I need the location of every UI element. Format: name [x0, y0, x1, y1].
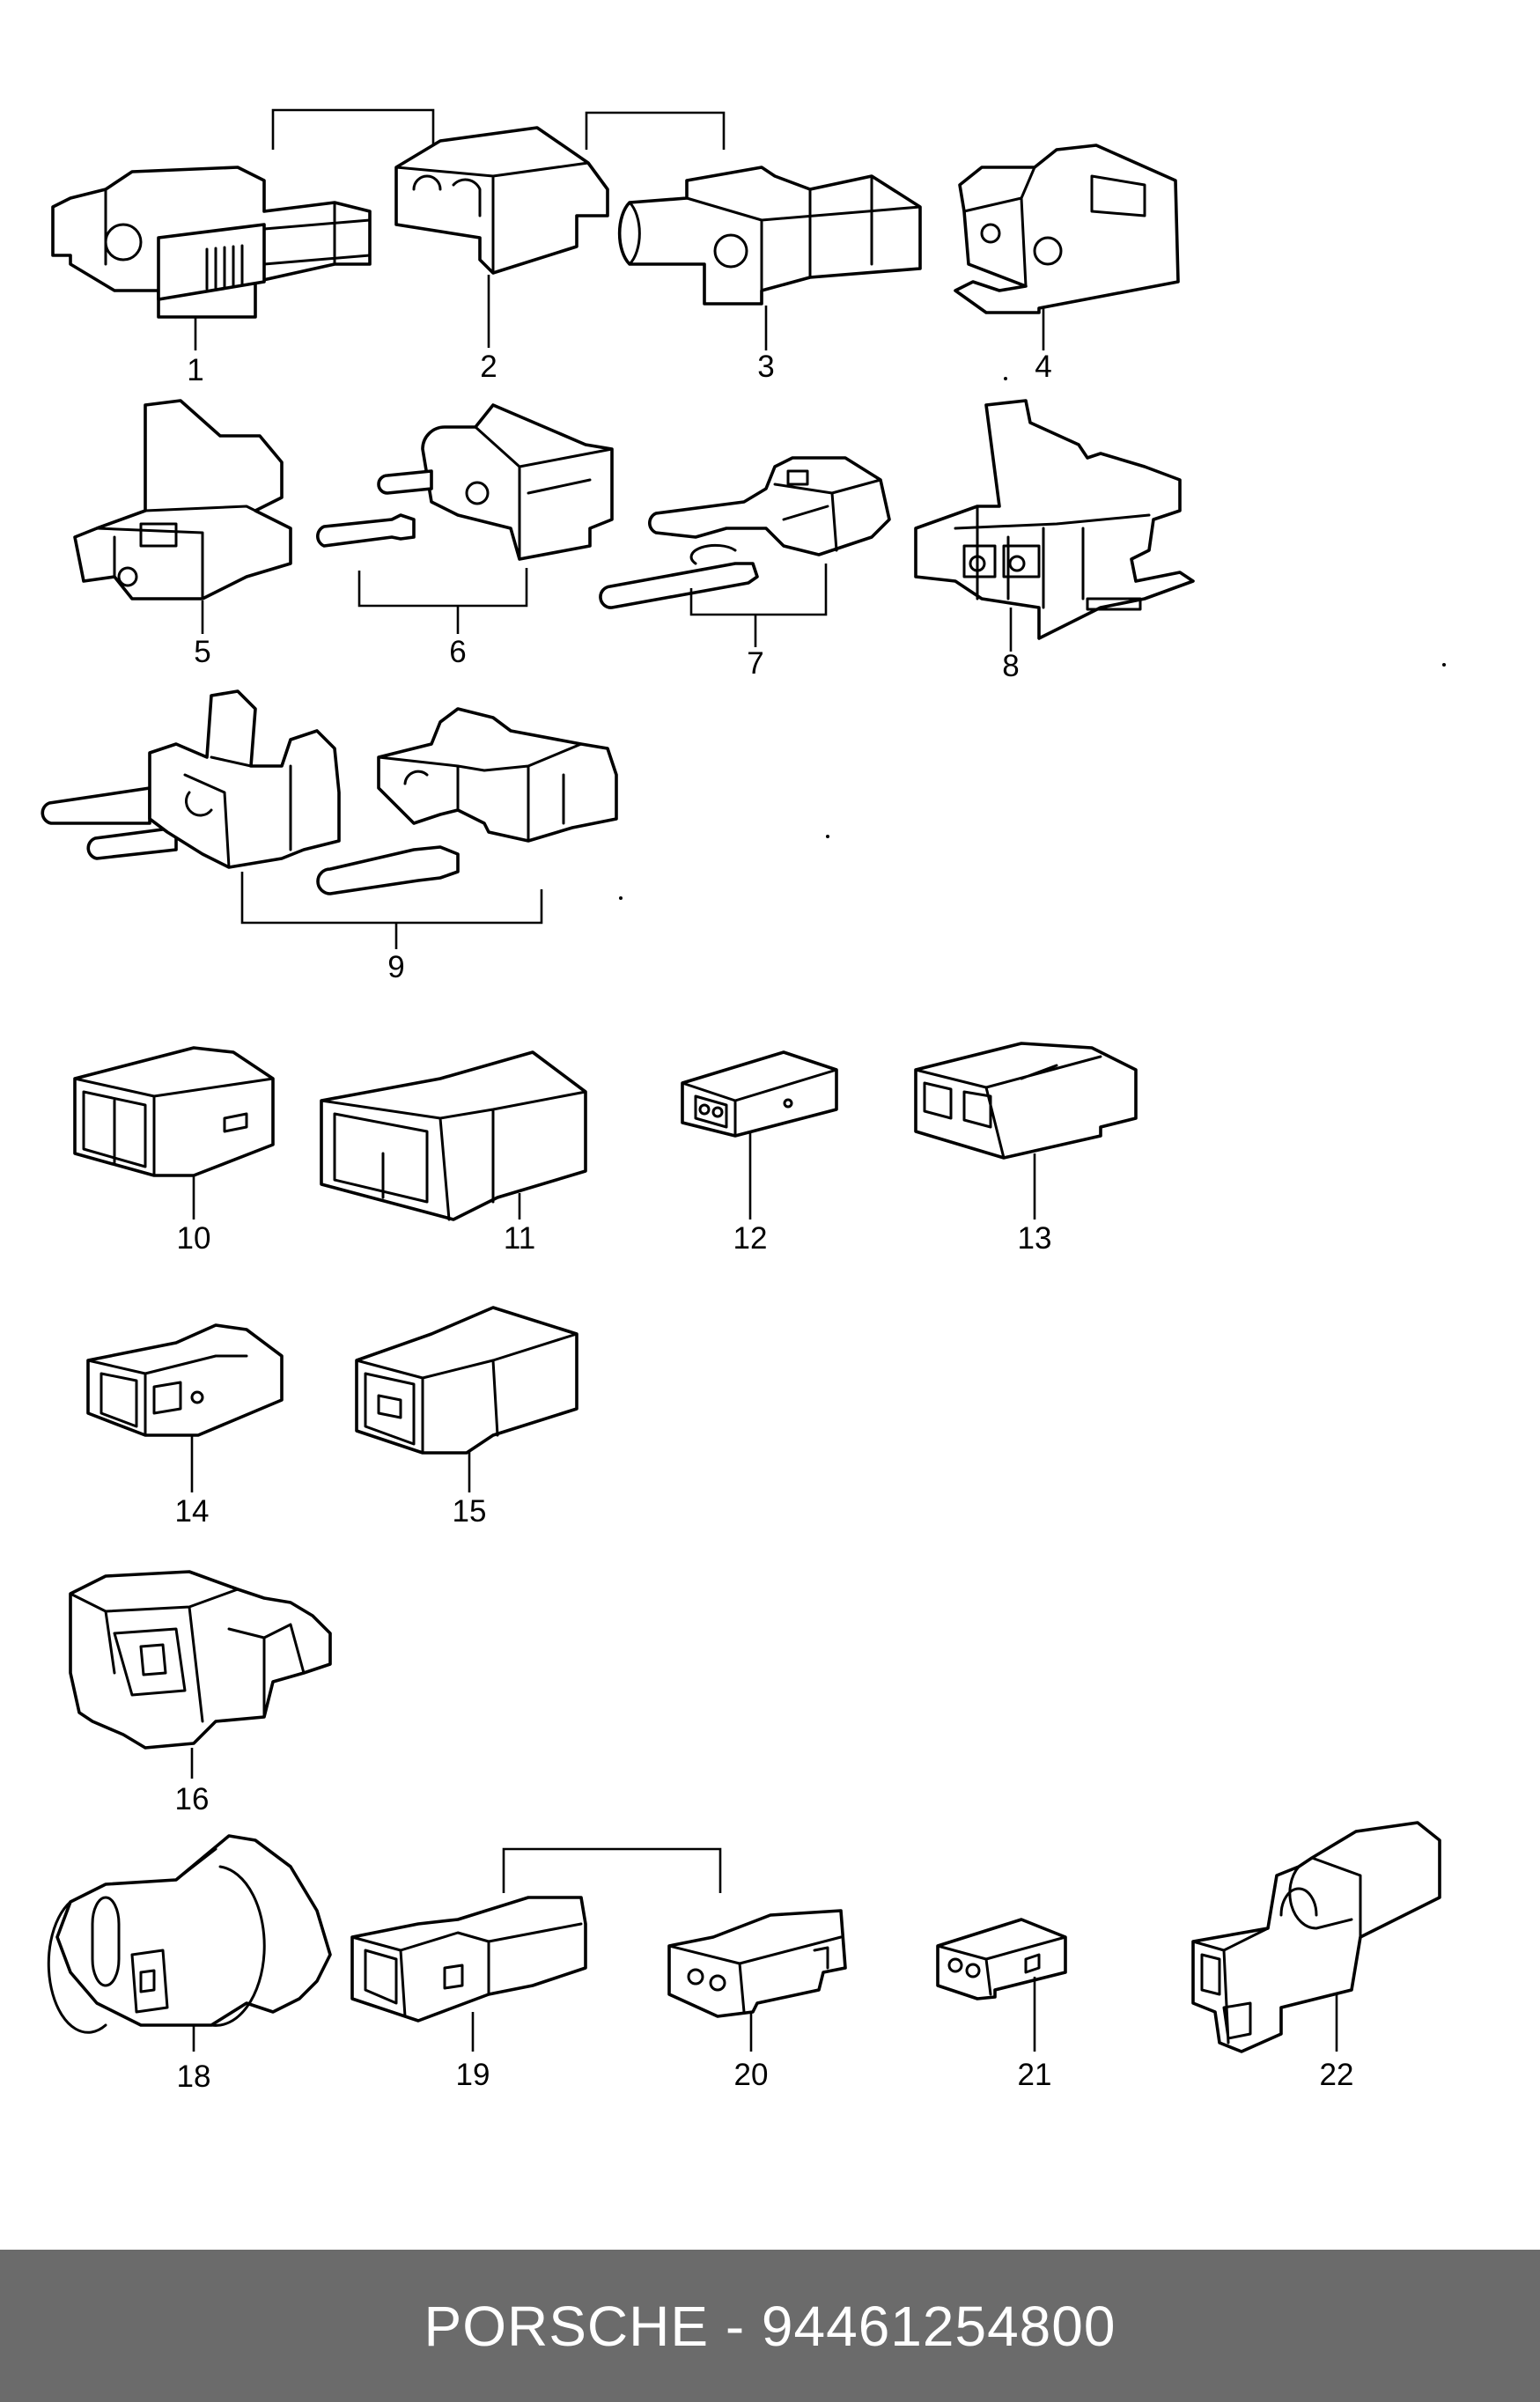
- part-9-label: 9: [387, 950, 404, 984]
- part-14-housing: [86, 1323, 284, 1437]
- part-2-label: 2: [480, 350, 497, 384]
- part-3-connector: [617, 166, 922, 306]
- part-9-bracket: [240, 872, 543, 925]
- part-6-bracket: [357, 568, 528, 608]
- part-7-connector-with-pins: [599, 456, 891, 609]
- part-15-housing: [355, 1306, 578, 1455]
- part-13-label: 13: [1018, 1221, 1052, 1256]
- group-bracket-19-20: [502, 1847, 722, 1893]
- part-number-caption: PORSCHE - 94461254800: [424, 2294, 1116, 2358]
- part-20-label: 20: [734, 2058, 769, 2092]
- part-22-connector: [1191, 1821, 1441, 2053]
- speck-dot: [619, 896, 623, 900]
- part-21-housing: [936, 1918, 1067, 2000]
- part-16-connector: [69, 1570, 332, 1750]
- part-3-label: 3: [757, 350, 774, 384]
- part-20-housing: [667, 1909, 847, 2018]
- part-1-connector: [51, 166, 372, 319]
- part-4-housing: [954, 144, 1180, 314]
- part-6-label: 6: [449, 635, 466, 669]
- part-1-label: 1: [187, 353, 203, 387]
- part-2-cover: [394, 126, 609, 275]
- part-13-housing: [914, 1042, 1138, 1160]
- part-16-label: 16: [175, 1782, 210, 1816]
- part-9-connector-set: [41, 689, 618, 895]
- part-14-label: 14: [175, 1494, 210, 1529]
- part-15-label: 15: [453, 1494, 487, 1529]
- part-5-label: 5: [194, 635, 210, 669]
- group-bracket-2-3: [585, 111, 726, 150]
- part-8-connector: [914, 399, 1195, 640]
- part-18-connector: [47, 1834, 332, 2034]
- part-8-label: 8: [1002, 649, 1019, 683]
- part-12-label: 12: [733, 1221, 768, 1256]
- part-5-connector: [73, 399, 292, 600]
- speck-dot: [1442, 663, 1446, 667]
- part-21-label: 21: [1018, 2058, 1052, 2092]
- part-12-housing: [681, 1050, 838, 1138]
- part-6-connector-with-pins: [316, 403, 614, 561]
- part-11-label: 11: [504, 1221, 535, 1256]
- speck-dot: [826, 835, 829, 838]
- part-19-housing: [350, 1896, 587, 2023]
- part-19-label: 19: [456, 2058, 490, 2092]
- part-7-label: 7: [747, 646, 763, 681]
- part-7-bracket: [689, 564, 828, 616]
- group-bracket-1-2: [271, 108, 435, 150]
- speck-dot: [1004, 377, 1007, 380]
- part-10-housing: [73, 1046, 275, 1177]
- connector-parts-diagram: 1 2 3 4 5 6: [41, 108, 1446, 2094]
- part-4-label: 4: [1035, 350, 1051, 384]
- part-18-label: 18: [177, 2059, 211, 2094]
- part-11-housing: [320, 1050, 587, 1221]
- footer-bar: PORSCHE - 94461254800: [0, 2250, 1540, 2402]
- part-10-label: 10: [177, 1221, 211, 1256]
- part-22-label: 22: [1320, 2058, 1354, 2092]
